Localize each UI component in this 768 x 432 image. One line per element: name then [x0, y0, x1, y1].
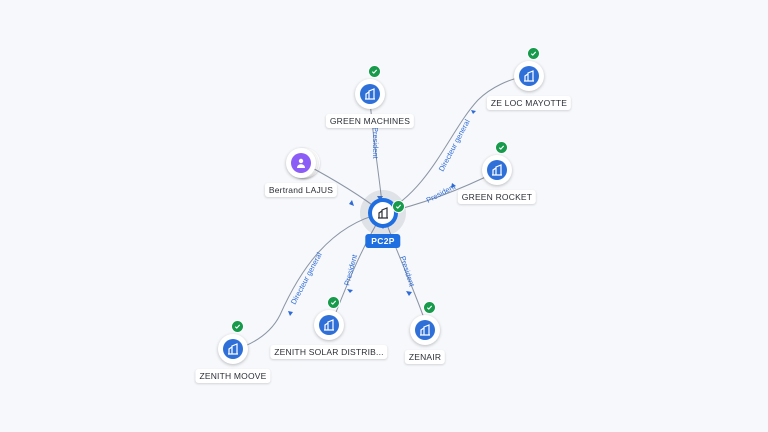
verified-check-icon	[495, 141, 508, 154]
node-bubble[interactable]	[218, 320, 248, 364]
center-label[interactable]: PC2P	[365, 234, 401, 248]
arrow-zenith-moove	[288, 311, 293, 316]
edge-label-green-machines: President	[371, 127, 380, 160]
edge-label-green-rocket: President	[425, 182, 458, 205]
arrow-bertrand-lajus	[349, 200, 354, 206]
edge-zenith-moove	[233, 212, 384, 351]
node-label[interactable]: Bertrand LAJUS	[264, 183, 338, 197]
node-bubble[interactable]	[514, 47, 544, 91]
arrow-zenair	[406, 291, 412, 296]
edge-label-ze-loc-mayotte: Directeur general	[437, 118, 472, 173]
verified-check-icon	[368, 65, 381, 78]
verified-check-icon	[423, 301, 436, 314]
building-icon	[360, 84, 380, 104]
person-icon	[291, 153, 311, 173]
building-icon	[487, 160, 507, 180]
node-label[interactable]: ZENITH MOOVE	[195, 369, 271, 383]
node-label[interactable]: ZE LOC MAYOTTE	[486, 96, 572, 110]
building-icon	[223, 339, 243, 359]
node-bubble[interactable]	[410, 301, 440, 345]
node-bubble[interactable]	[482, 141, 512, 185]
arrow-zenith-solar	[347, 289, 353, 293]
building-icon	[415, 320, 435, 340]
node-label[interactable]: GREEN MACHINES	[325, 114, 415, 128]
building-icon	[372, 202, 394, 224]
edge-ze-loc-mayotte	[382, 75, 529, 214]
node-bubble[interactable]	[355, 65, 385, 109]
verified-check-icon	[231, 320, 244, 333]
verified-check-icon	[527, 47, 540, 60]
node-label[interactable]: GREEN ROCKET	[457, 190, 537, 204]
node-bubble[interactable]	[286, 148, 320, 178]
arrow-green-rocket	[451, 183, 456, 188]
edge-label-zenith-moove: Directeur general	[289, 251, 324, 306]
node-label[interactable]: ZENAIR	[404, 350, 446, 364]
verified-check-icon	[327, 296, 340, 309]
node-label[interactable]: ZENITH SOLAR DISTRIB...	[270, 345, 388, 359]
node-bubble[interactable]	[314, 296, 344, 340]
edge-label-zenith-solar: President	[342, 253, 359, 287]
arrow-ze-loc-mayotte	[471, 110, 476, 114]
building-icon	[319, 315, 339, 335]
edge-label-zenair: President	[398, 255, 417, 289]
building-icon	[519, 66, 539, 86]
